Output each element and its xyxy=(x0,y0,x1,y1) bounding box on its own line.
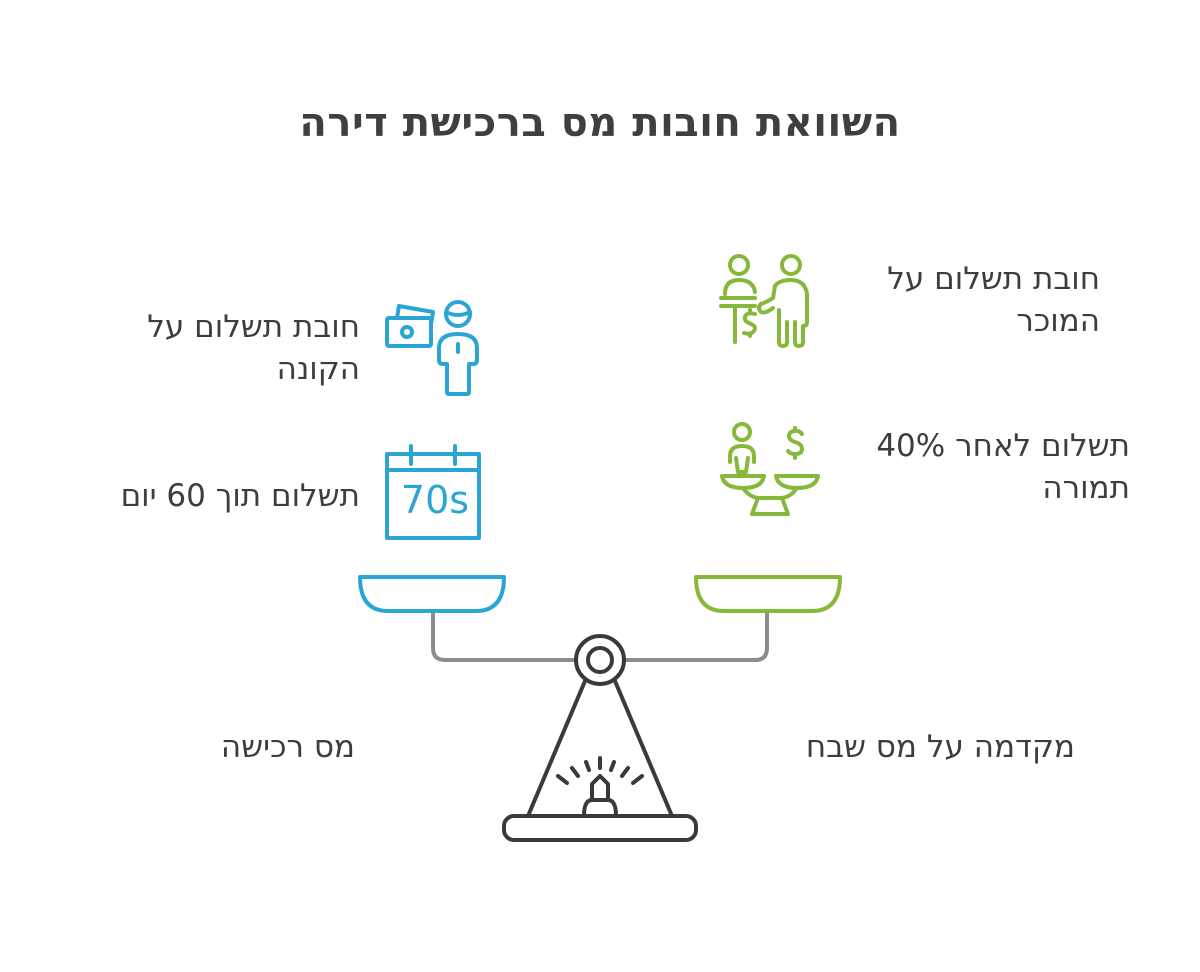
light-rays xyxy=(556,756,644,785)
buyer-money-icon xyxy=(383,300,483,400)
light-bulb xyxy=(590,774,610,800)
left-category-label: מס רכישה xyxy=(220,729,355,765)
balance-dollar-icon xyxy=(720,420,820,520)
calendar-icon: 70s xyxy=(383,442,483,542)
pivot-inner xyxy=(586,646,614,674)
buyer-obligation-label: חובת תשלום על הקונה xyxy=(80,306,360,390)
seller-payment-icon xyxy=(715,250,815,350)
calendar-text: 70s xyxy=(400,478,470,522)
buyer-obligation-line1: חובת תשלום על xyxy=(147,309,360,345)
left-pan xyxy=(358,575,506,613)
seller-timing-label: תשלום לאחר 40% תמורה xyxy=(830,425,1130,509)
right-category-label: מקדמה על מס שבח xyxy=(805,729,1075,765)
buyer-timing-label: תשלום תוך 60 יום xyxy=(120,478,360,514)
seller-obligation-label: חובת תשלום על המוכר xyxy=(830,258,1100,342)
right-pan xyxy=(694,575,842,613)
base xyxy=(502,814,698,842)
pivot-outer xyxy=(574,634,626,686)
light-base xyxy=(582,798,618,817)
seller-obligation-line2: המוכר xyxy=(1016,303,1100,339)
buyer-obligation-line2: הקונה xyxy=(276,351,360,387)
page-title: השוואת חובות מס ברכישת דירה xyxy=(299,100,901,146)
seller-timing-line2: תמורה xyxy=(1042,470,1130,506)
seller-obligation-line1: חובת תשלום על xyxy=(887,261,1100,297)
seller-timing-line1: תשלום לאחר 40% xyxy=(876,428,1130,464)
stand xyxy=(526,679,674,818)
beam xyxy=(431,611,769,662)
